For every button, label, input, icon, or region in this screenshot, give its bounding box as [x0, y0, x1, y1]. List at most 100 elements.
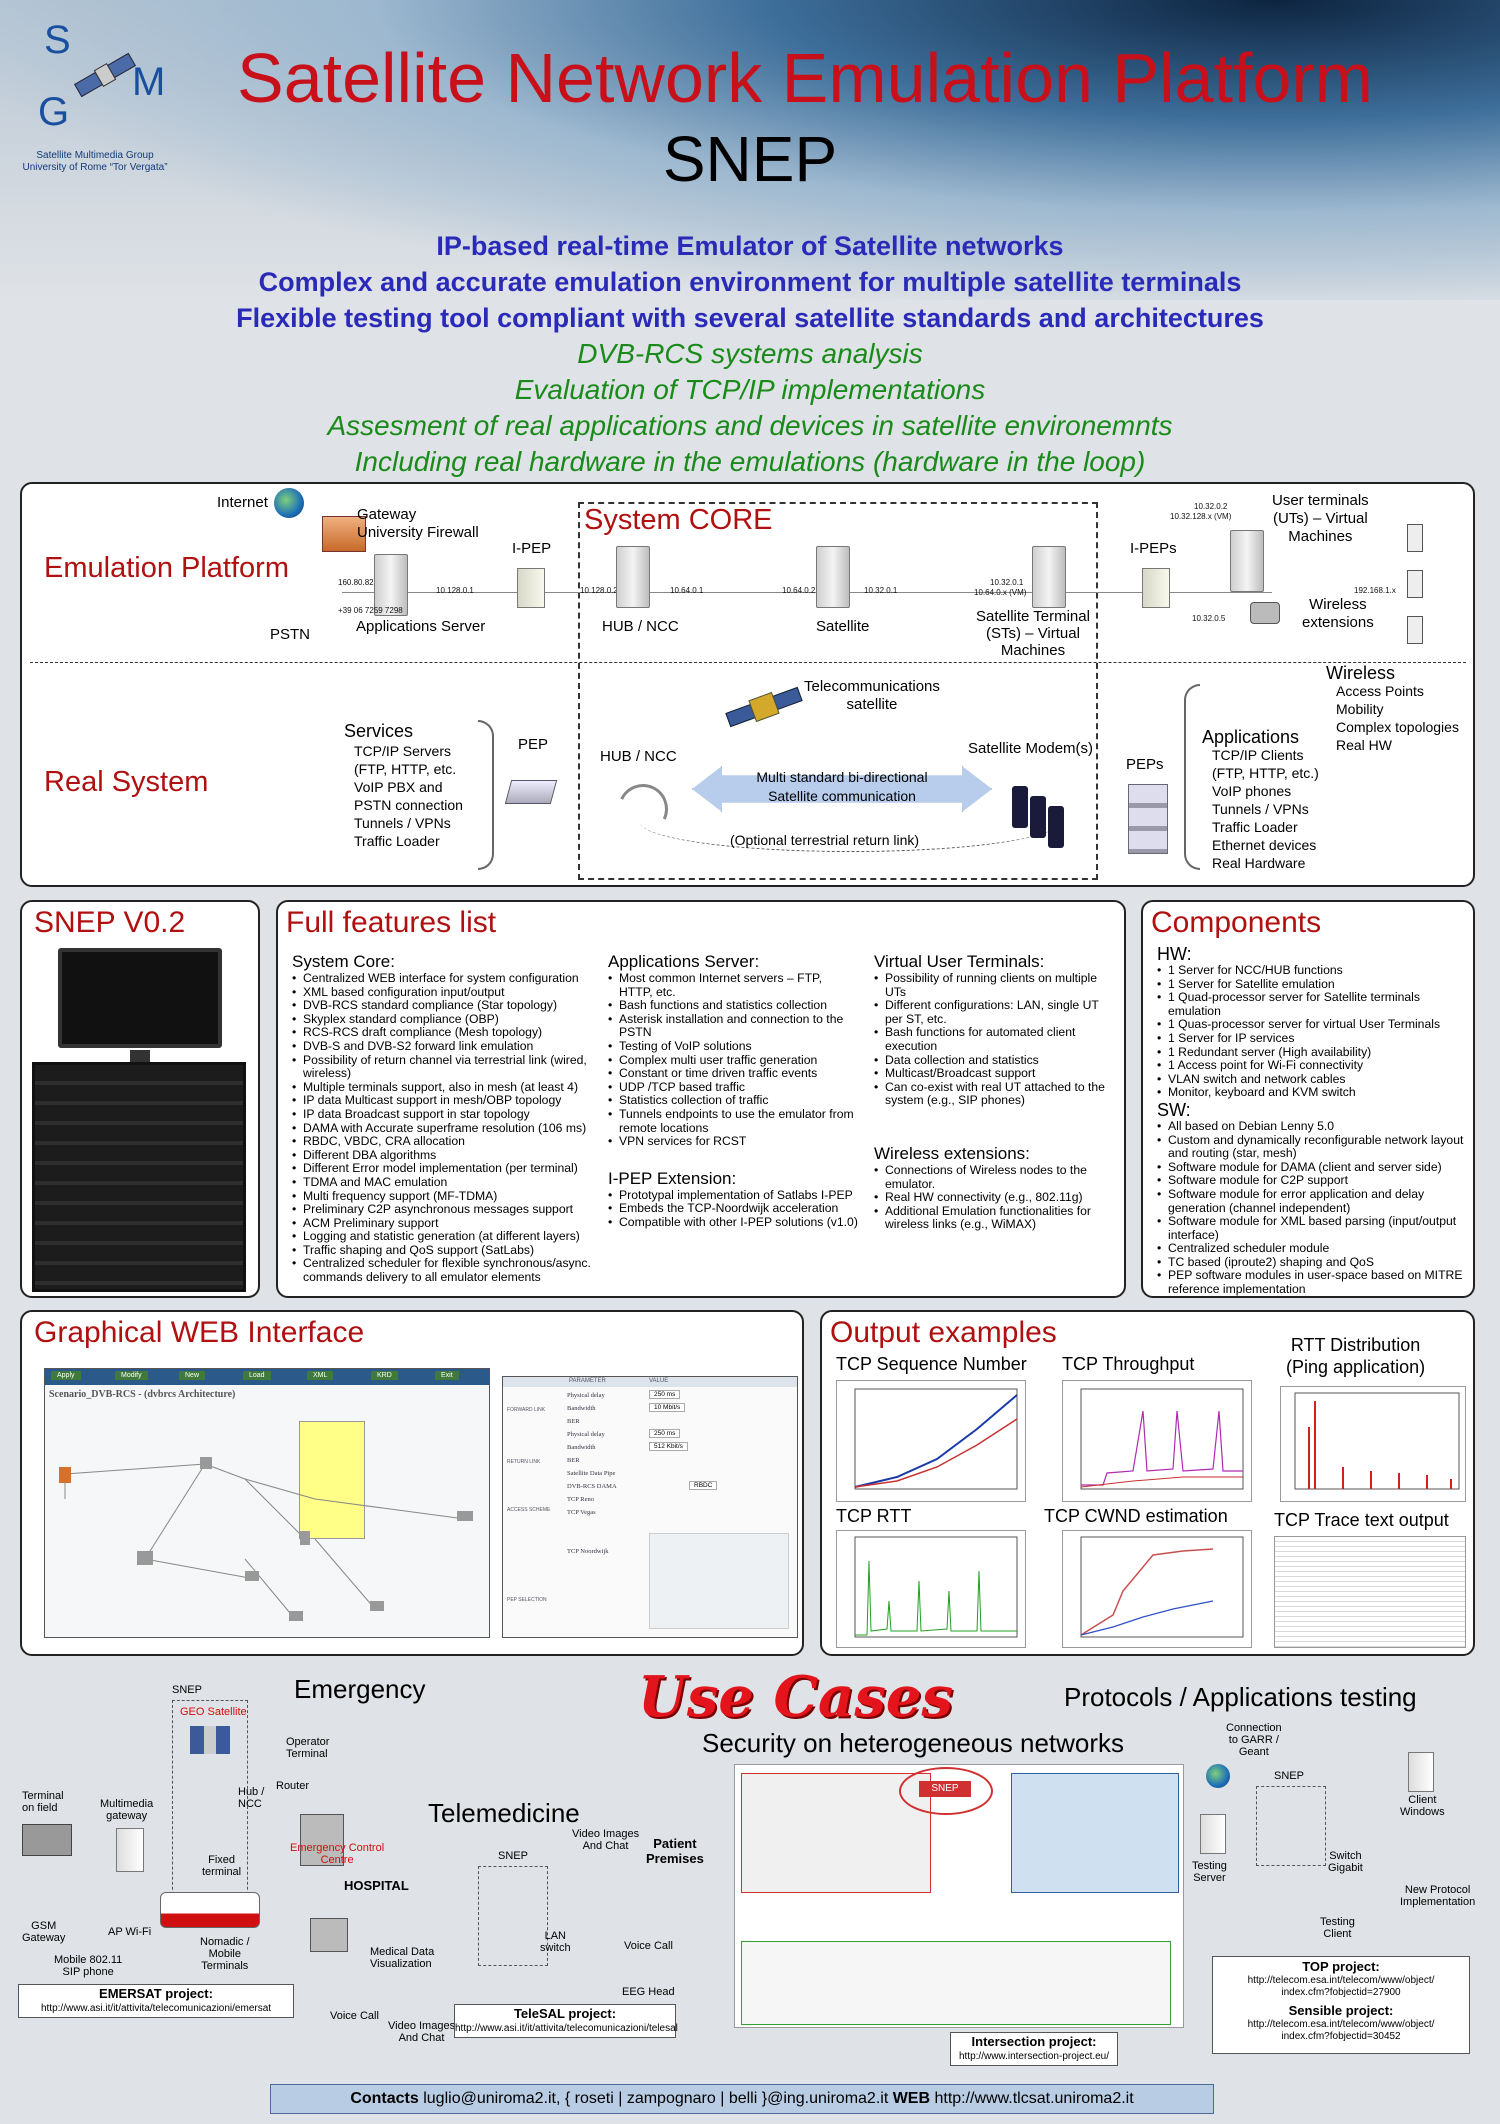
globe-icon [274, 488, 304, 518]
mobile-phone-label: Mobile 802.11 SIP phone [54, 1954, 123, 1978]
web-toolbar: Apply Modify New Load XML KRD Exit [45, 1369, 489, 1385]
contacts-emails[interactable]: luglio@uniroma2.it, { roseti | zampognar… [418, 2090, 893, 2107]
core-item: ACM Preliminary support [292, 1216, 602, 1231]
row-tcp-reno[interactable]: TCP Reno [567, 1496, 595, 1503]
hw-item: 1 Quas-processor server for virtual User… [1157, 1018, 1469, 1032]
app-server-item: Testing of VoIP solutions [608, 1039, 858, 1054]
core-item: DAMA with Accurate superframe resolution… [292, 1121, 602, 1136]
web-btn-xml[interactable]: XML [307, 1371, 334, 1380]
chart-rtt-dist [1280, 1386, 1466, 1502]
sw-item: All based on Debian Lenny 5.0 [1157, 1119, 1469, 1134]
web-btn-modify[interactable]: Modify [115, 1371, 148, 1380]
value-forward-bandwidth[interactable]: 10 Mbit/s [649, 1403, 686, 1412]
app-server-item: UDP /TCP based traffic [608, 1080, 858, 1095]
chart-label-trace: TCP Trace text output [1274, 1510, 1449, 1530]
garr-label: Connection to GARR / Geant [1226, 1722, 1282, 1758]
web-btn-exit[interactable]: Exit [435, 1371, 459, 1380]
uts-label: User terminals (UTs) – Virtual Machines [1272, 492, 1369, 545]
satellite-icon [73, 52, 137, 98]
group-pep: PEP SELECTION [507, 1597, 547, 1603]
form-header-value: VALUE [649, 1378, 669, 1384]
applications-title: Applications [1202, 727, 1300, 747]
group-access: ACCESS SCHEME [507, 1507, 551, 1513]
logo-caption: Satellite Multimedia Group University of… [0, 150, 190, 174]
green-line-4: Including real hardware in the emulation… [354, 446, 1146, 477]
snep-protocols-label: SNEP [1274, 1770, 1304, 1782]
chart-label-rtt-dist: RTT Distribution (Ping application) [1286, 1335, 1426, 1377]
core-item: Different DBA algorithms [292, 1148, 602, 1163]
top-url[interactable]: http://telecom.esa.int/telecom/www/objec… [1247, 1975, 1435, 1998]
emersat-title: EMERSAT project: [99, 1986, 213, 2001]
web-btn-krd[interactable]: KRD [371, 1371, 398, 1380]
hw-item: 1 Server for IP services [1157, 1031, 1469, 1046]
switch-label: Switch Gigabit [1328, 1850, 1363, 1874]
nomadic-label: Nomadic / Mobile Terminals [200, 1936, 250, 1972]
intersection-title: Intersection project: [971, 2034, 1097, 2049]
client-windows-label: Client Windows [1400, 1794, 1445, 1818]
app-3: Tunnels / VPNs [1212, 801, 1309, 817]
vut-item: Data collection and statistics [874, 1053, 1118, 1068]
value-forward-delay[interactable]: 250 ms [649, 1390, 681, 1399]
telesal-url[interactable]: http://www.asi.it/it/attivita/telecomuni… [455, 2023, 678, 2034]
snep-tele-label: SNEP [498, 1850, 528, 1862]
app-server-title: Applications Server: [608, 952, 760, 971]
app-server-item: Bash functions and statistics collection [608, 999, 858, 1013]
app-server-item: Constant or time driven traffic events [608, 1067, 858, 1081]
security-title: Security on heterogeneous networks [702, 1728, 1125, 1758]
blue-line-3: Flexible testing tool compliant with sev… [236, 303, 1264, 333]
hw-item: 1 Server for Satellite emulation [1157, 977, 1469, 992]
patient-label: Patient Premises [646, 1836, 704, 1866]
logo-caption-line1: Satellite Multimedia Group [36, 150, 154, 161]
row-return-delay: Physical delay [567, 1431, 605, 1438]
group-return: RETURN LINK [507, 1459, 541, 1465]
ipeps-icon [1142, 568, 1170, 608]
core-item: Centralized scheduler for flexible synch… [292, 1257, 602, 1284]
web-btn-apply[interactable]: Apply [51, 1371, 81, 1380]
ip-sat-a: 10.64.0.2 [782, 586, 816, 595]
core-item: DVB-S and DVB-S2 forward link emulation [292, 1039, 602, 1054]
value-return-bandwidth[interactable]: 512 Kbit/s [649, 1442, 688, 1451]
core-item: DVB-RCS standard compliance (Star topolo… [292, 999, 602, 1013]
contacts-web[interactable]: http://www.tlcsat.uniroma2.it [930, 2090, 1134, 2107]
sensible-url[interactable]: http://telecom.esa.int/telecom/www/objec… [1247, 2019, 1435, 2042]
chart-label-throughput: TCP Throughput [1062, 1354, 1195, 1374]
wext-item: Connections of Wireless nodes to the emu… [874, 1163, 1118, 1191]
scenario-title: Scenario_DVB-RCS - (dvbrcs Architecture) [49, 1389, 236, 1400]
sw-item: Software module for C2P support [1157, 1174, 1469, 1188]
row-sat-data-pipe[interactable]: Satellite Data Pipe [567, 1470, 616, 1477]
satellite-label: Satellite [816, 618, 870, 635]
chart-rtt [836, 1530, 1026, 1648]
applications-block: Applications TCP/IP Clients (FTP, HTTP, … [1202, 728, 1319, 872]
web-btn-new[interactable]: New [179, 1371, 206, 1380]
row-tcp-vegas[interactable]: TCP Vegas [567, 1509, 596, 1516]
core-item: Multi frequency support (MF-TDMA) [292, 1189, 602, 1204]
page-title: Satellite Network Emulation Platform [237, 39, 1373, 117]
value-return-delay[interactable]: 250 ms [649, 1429, 681, 1438]
web-config-form: PARAMETER VALUE FORWARD LINK RETURN LINK… [502, 1376, 798, 1638]
ip-ut-a: 10.32.0.2 [1194, 502, 1228, 511]
chart-label-cwnd: TCP CWND estimation [1044, 1506, 1228, 1526]
value-dama-policy[interactable]: RBDC [689, 1481, 718, 1490]
telecom-satellite-icon [725, 686, 803, 728]
snep-protocols-box [1256, 1786, 1326, 1866]
intersection-url[interactable]: http://www.intersection-project.eu/ [958, 2051, 1110, 2062]
ipep-label: I-PEP [512, 540, 552, 557]
ipep-extension-title: I-PEP Extension: [608, 1168, 737, 1188]
hw-item: Monitor, keyboard and KVM switch [1157, 1086, 1469, 1100]
web-btn-load[interactable]: Load [243, 1371, 271, 1380]
ip-gateway: 160.80.82.30 [338, 578, 385, 587]
page-subtitle: SNEP [662, 123, 838, 195]
row-dvbrcs-dama[interactable]: DVB-RCS DAMA [567, 1483, 617, 1490]
app-server-item: Tunnels endpoints to use the emulator fr… [608, 1107, 858, 1135]
app-server-item: VPN services for RCST [608, 1135, 858, 1149]
optional-link-label: (Optional terrestrial return link) [730, 832, 920, 848]
row-tcp-noordwijk[interactable]: TCP Noordwijk [567, 1548, 609, 1555]
emersat-url[interactable]: http://www.asi.it/it/attivita/telecomuni… [40, 2003, 272, 2014]
chart-label-seq: TCP Sequence Number [836, 1354, 1027, 1374]
eeg-head-label: EEG Head [622, 1986, 675, 1998]
group-forward: FORWARD LINK [507, 1407, 546, 1413]
apps-brace [1184, 684, 1200, 870]
app-server-list: Applications Server: Most common Interne… [608, 952, 858, 1230]
system-core-label: System CORE [584, 504, 773, 536]
globe-protocols-icon [1206, 1764, 1230, 1788]
